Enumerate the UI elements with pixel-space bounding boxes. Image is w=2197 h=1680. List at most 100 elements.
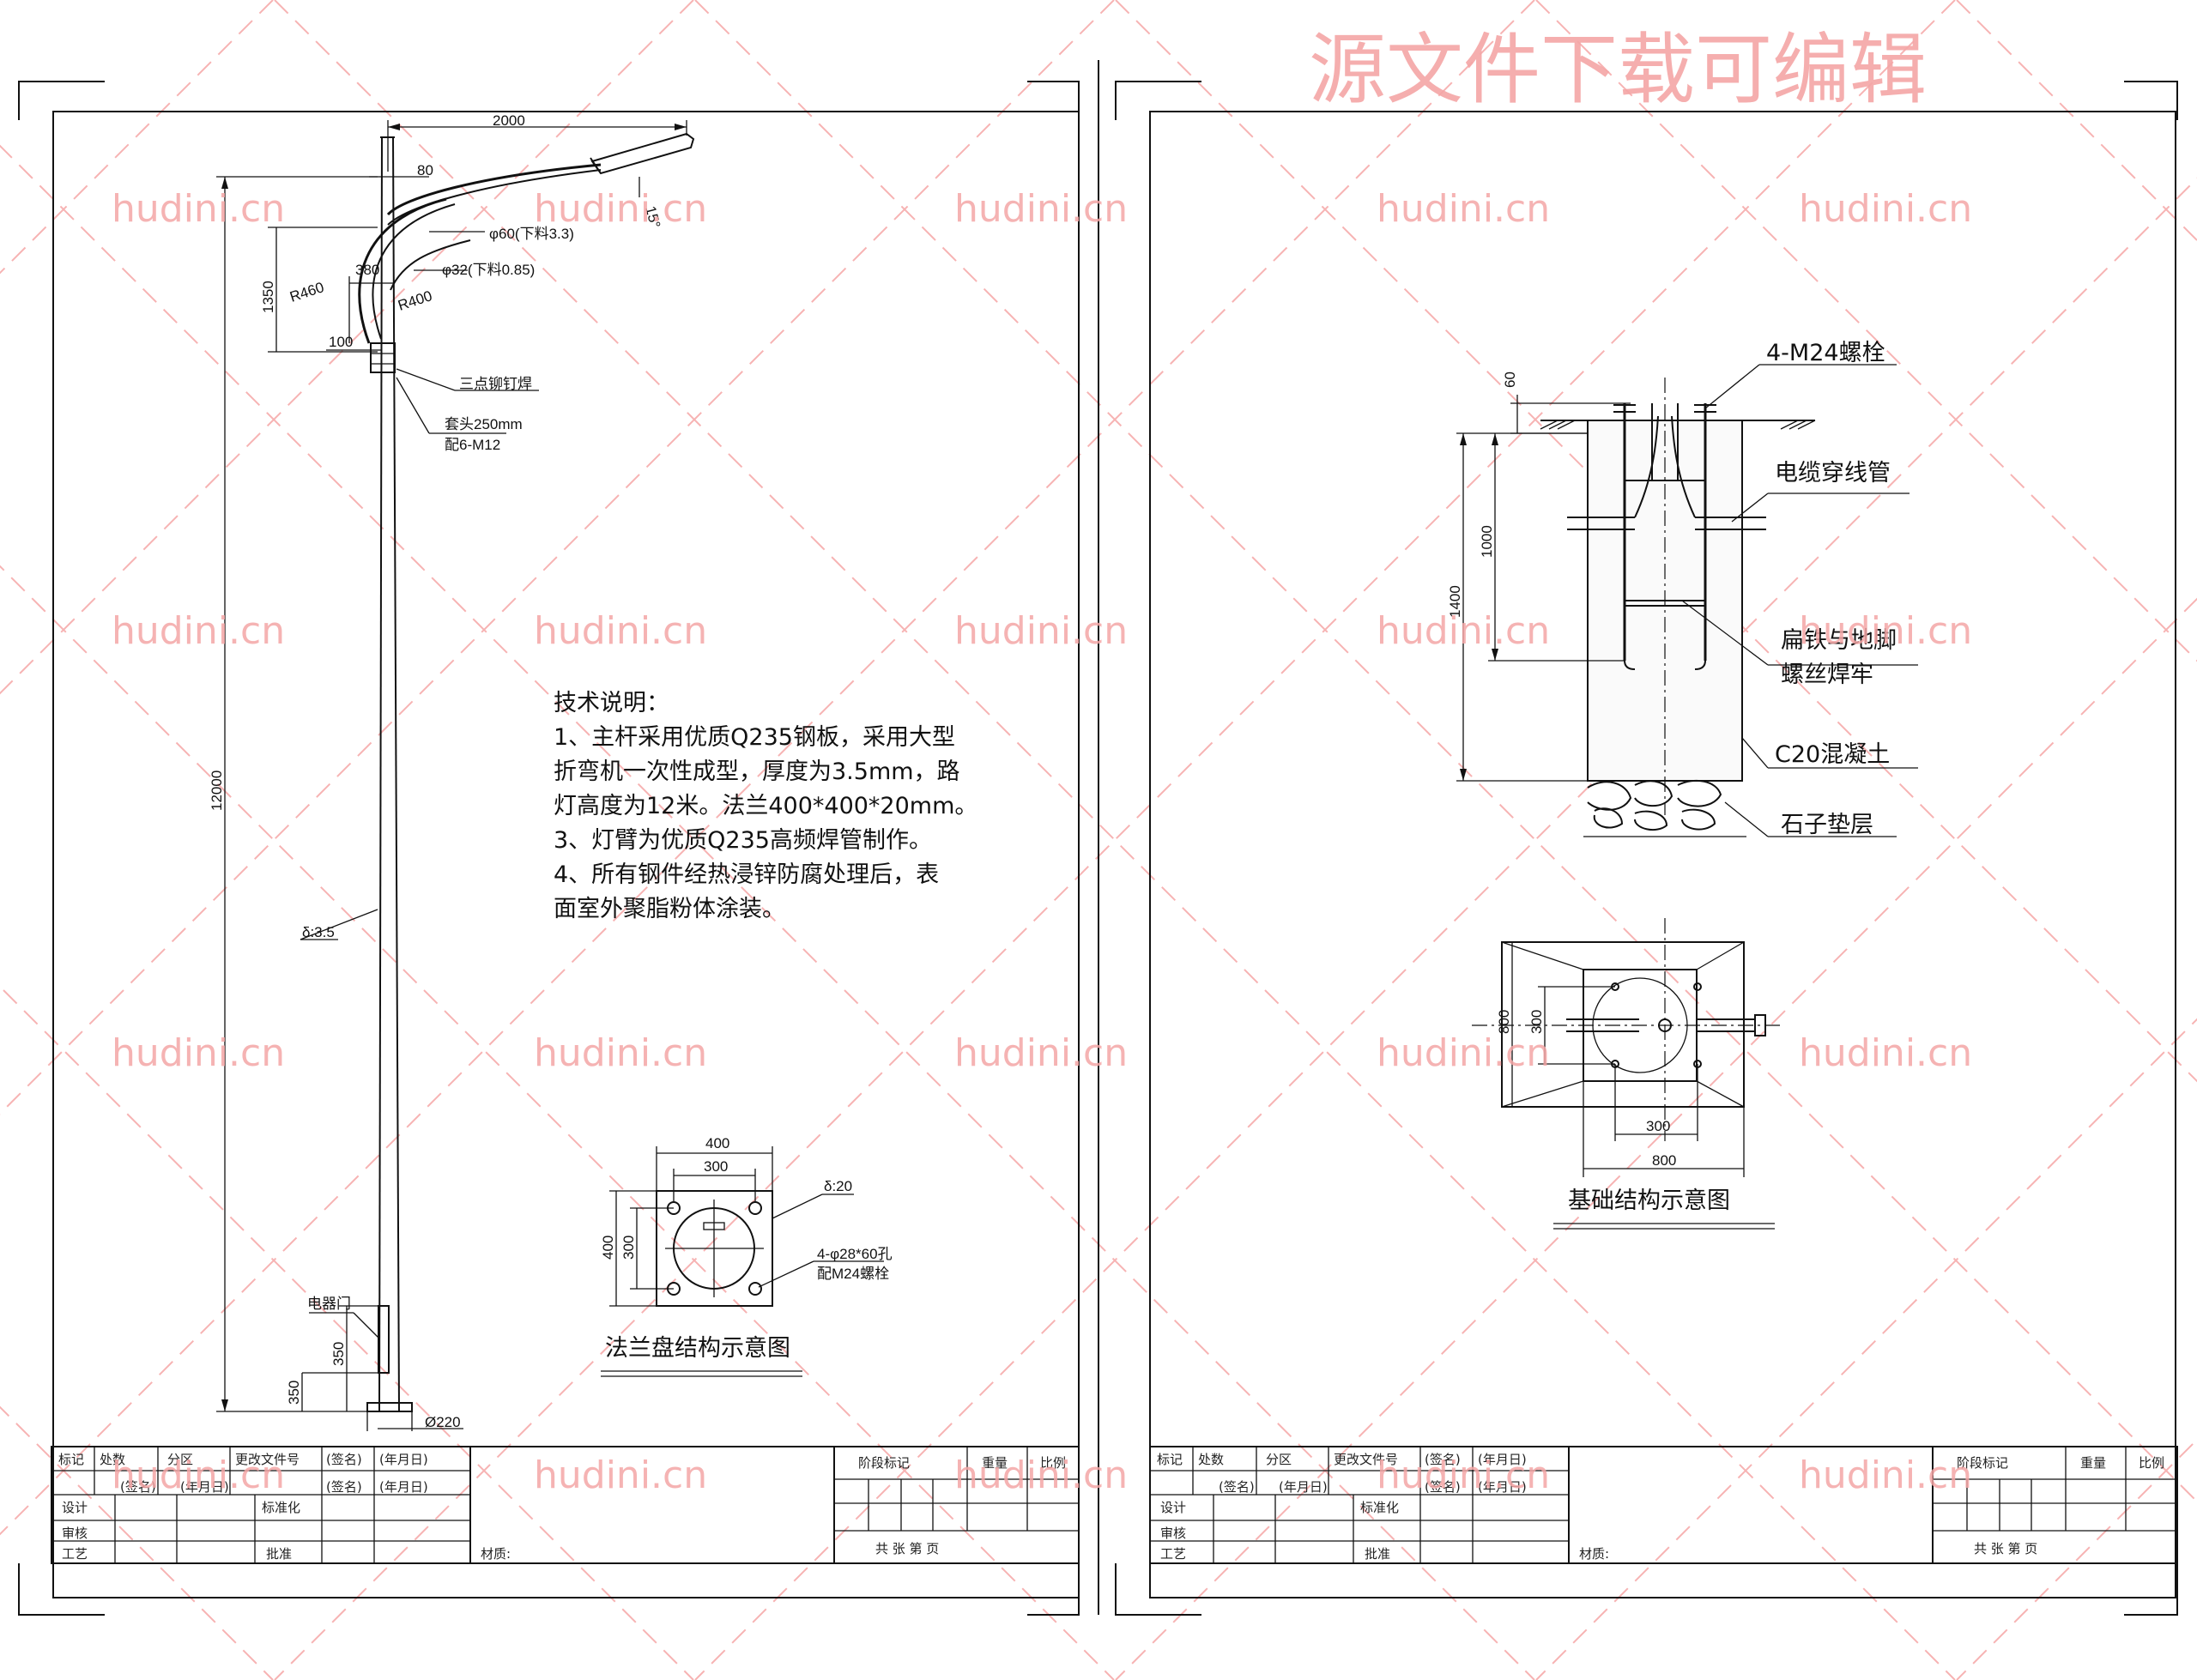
tech-line-4: 3、灯臂为优质Q235高频焊管制作。	[554, 827, 932, 854]
dim-top: 60	[1502, 372, 1518, 388]
watermark-grid-line	[0, 0, 274, 275]
tech-line-3: 灯高度为12米。法兰400*400*20mm。	[554, 793, 977, 819]
note-sleeve: 套头250mm	[445, 416, 523, 432]
watermark-site: hudini.cn	[534, 187, 707, 231]
watermark-banner: 源文件下载可编辑	[1309, 25, 1927, 115]
label-conduit: 电缆穿线管	[1775, 460, 1891, 486]
watermark-site: hudini.cn	[534, 1031, 707, 1075]
plan-labels: 800 300 300 800 基础结构示意图	[1496, 1010, 1730, 1214]
tech-line-2: 折弯机一次性成型，厚度为3.5mm，路	[554, 758, 960, 785]
flange-holes: 4-φ28*60孔	[817, 1246, 893, 1262]
foundation-caption: 基础结构示意图	[1568, 1187, 1730, 1214]
dim-arm-pipe: φ60(下料3.3)	[489, 226, 574, 242]
watermark-grid-line	[0, 1405, 274, 1680]
foundation-labels: 60 1000 1400 4-M24螺栓 电缆穿线管 扁铁与地脚 螺丝焊牢 C2…	[1447, 340, 1897, 838]
watermark-site: hudini.cn	[1799, 187, 1972, 231]
title-block-cell: 标记	[1157, 1452, 1183, 1467]
technical-notes: 技术说明： 1、主杆采用优质Q235钢板，采用大型 折弯机一次性成型，厚度为3.…	[554, 690, 977, 922]
dim-brace-pipe: φ32(下料0.85)	[442, 262, 535, 278]
label-weld-1: 扁铁与地脚	[1781, 627, 1897, 654]
dim-bracket: 100	[329, 334, 353, 350]
dim-arm-offset: 80	[417, 162, 433, 178]
foundation-plan	[1472, 918, 1781, 1230]
label-concrete: C20混凝土	[1775, 741, 1890, 768]
watermark-grid-line	[1956, 0, 2197, 242]
label-weld-2: 螺丝焊牢	[1781, 662, 1873, 688]
title-block-right: 标记处数分区更改文件号(签名)(年月日)设计(签名)(年月日)标准化(签名)(年…	[1149, 1446, 2178, 1564]
dim-radius-outer: R460	[287, 279, 326, 305]
flange-w400: 400	[705, 1135, 729, 1151]
title-block-weight: 重量	[982, 1455, 1008, 1471]
title-block-date: (年月日)	[180, 1479, 229, 1495]
flange-thickness: δ:20	[824, 1178, 852, 1194]
title-block-design: 设计	[62, 1500, 88, 1515]
watermark-site: hudini.cn	[534, 609, 707, 653]
title-block-design: 设计	[1160, 1500, 1186, 1515]
dim-door-height: 350	[330, 1342, 347, 1366]
watermark-grid-line	[0, 0, 1115, 1115]
watermark-grid-line	[0, 144, 1535, 1680]
watermark-site: hudini.cn	[954, 1453, 1128, 1497]
pole-dimension-labels: 2000 80 15° φ60(下料3.3) φ32(下料0.85) 1350 …	[209, 112, 663, 1430]
dim-wall: δ:3.5	[302, 924, 335, 940]
tech-heading: 技术说明：	[554, 690, 669, 716]
title-block-sign: (签名)	[120, 1479, 156, 1495]
pole-elevation	[216, 120, 695, 1431]
title-block-left: 标记处数分区更改文件号(签名)(年月日)设计(签名)(年月日)标准化(签名)(年…	[51, 1446, 1080, 1564]
title-block-cell: 分区	[1266, 1452, 1292, 1467]
foundation-section	[1456, 364, 1918, 837]
dim-door-base: 350	[286, 1381, 302, 1405]
watermark-grid-line	[0, 0, 694, 695]
title-block-approve: 批准	[266, 1546, 292, 1562]
watermark-grid-line	[274, 0, 1956, 1680]
watermark-grid-line	[694, 0, 2197, 1503]
flange-labels: 400 300 400 300 δ:20 4-φ28*60孔 配M24螺栓 法兰…	[600, 1135, 893, 1362]
title-block-sheets: 共 张 第 页	[875, 1541, 939, 1556]
dim-base-dia: Ø220	[425, 1414, 461, 1430]
watermark-grid-line	[1535, 1018, 2197, 1680]
watermark-grid-line	[274, 0, 1956, 1680]
watermark-site: hudini.cn	[112, 1453, 285, 1497]
flange-h400: 400	[600, 1236, 616, 1260]
title-block-material: 材质:	[1579, 1546, 1609, 1562]
title-block-cell: 更改文件号	[235, 1452, 300, 1467]
title-block-cell: (年月日)	[379, 1452, 428, 1467]
watermark-site: hudini.cn	[954, 187, 1128, 231]
title-block-scale: 比例	[2139, 1455, 2164, 1471]
watermark-site: hudini.cn	[1377, 1031, 1550, 1075]
title-block-cell: 标记	[58, 1452, 84, 1467]
watermark-site: hudini.cn	[1799, 1453, 1972, 1497]
watermark-site: hudini.cn	[1377, 609, 1550, 653]
title-block-sheets: 共 张 第 页	[1974, 1541, 2037, 1556]
watermark-grid-line	[1115, 0, 2197, 1083]
sheet-frames	[18, 60, 2178, 1616]
watermark-site: hudini.cn	[112, 609, 285, 653]
watermark-site: hudini.cn	[112, 187, 285, 231]
watermark-grid-line	[1535, 0, 2197, 662]
watermark-site: hudini.cn	[1377, 1453, 1550, 1497]
dim-depth-1000: 1000	[1479, 525, 1495, 558]
watermark-site: hudini.cn	[1799, 609, 1972, 653]
title-block-stage: 阶段标记	[1957, 1455, 2008, 1471]
watermark-site: hudini.cn	[1799, 1031, 1972, 1075]
title-block-date: (年月日)	[1279, 1479, 1328, 1495]
title-block-date-2: (年月日)	[379, 1479, 428, 1495]
watermark-grid-line	[1956, 1438, 2197, 1680]
title-block-review: 审核	[62, 1526, 88, 1541]
watermark-site: hudini.cn	[954, 1031, 1128, 1075]
title-block-cell: (年月日)	[1478, 1452, 1527, 1467]
label-gravel: 石子垫层	[1781, 812, 1873, 838]
title-block-std: 标准化	[1360, 1500, 1399, 1515]
title-block-scale: 比例	[1040, 1455, 1066, 1471]
title-block-sign-2: (签名)	[1425, 1479, 1461, 1495]
title-block-review: 审核	[1160, 1526, 1186, 1541]
title-block-date-2: (年月日)	[1478, 1479, 1527, 1495]
flange-w300: 300	[704, 1158, 728, 1175]
label-door: 电器门	[307, 1296, 351, 1312]
note-rivet: 三点铆钉焊	[459, 376, 532, 392]
tech-line-6: 面室外聚脂粉体涂装。	[554, 896, 785, 922]
watermark-site: hudini.cn	[954, 609, 1128, 653]
watermark-site: hudini.cn	[534, 1453, 707, 1497]
